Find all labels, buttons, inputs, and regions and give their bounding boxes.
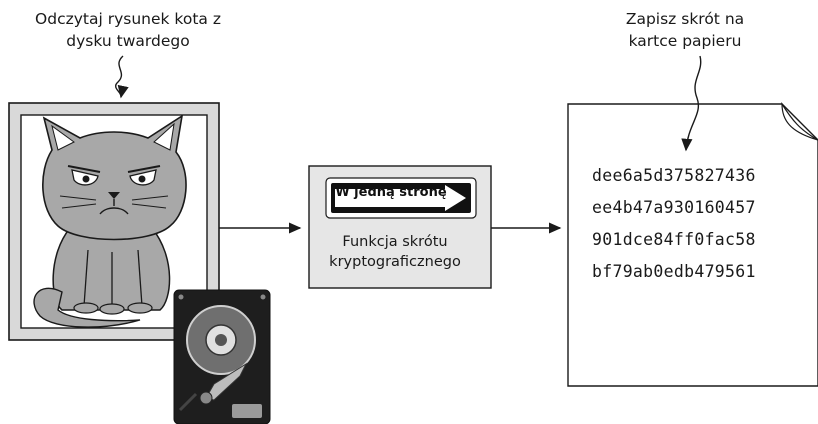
cat-drawing-icon — [8, 102, 220, 341]
hash-line: 901dce84ff0fac58 — [592, 230, 756, 249]
hash-line: bf79ab0edb479561 — [592, 262, 756, 281]
hash-line: dee6a5d375827436 — [592, 166, 756, 185]
hash-function-caption: Funkcja skrótu kryptograficznego — [329, 234, 461, 270]
squiggle-arrow-right — [681, 55, 702, 152]
hash-function-box — [308, 165, 492, 289]
one-way-sign-text: W jedną stronę — [335, 185, 447, 200]
read-image-label: Odczytaj rysunek kota z dysku twardego — [35, 10, 221, 50]
hash-line: ee4b47a930160457 — [592, 198, 756, 217]
hash-output-list: dee6a5d375827436 ee4b47a930160457 901dce… — [592, 160, 756, 288]
paper-sheet-icon — [567, 101, 818, 387]
write-hash-label: Zapisz skrót na kartce papieru — [625, 10, 745, 50]
hard-drive-icon — [173, 289, 271, 424]
one-way-sign-icon — [335, 185, 466, 211]
squiggle-arrow-left — [114, 55, 129, 99]
